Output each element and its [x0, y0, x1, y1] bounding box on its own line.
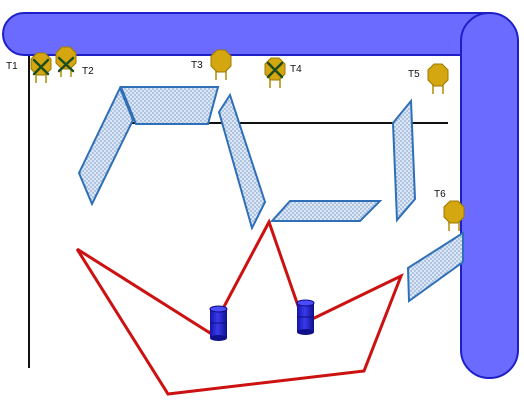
sensor-t6-label: T6	[434, 189, 446, 200]
sensor-body-icon	[210, 49, 232, 73]
fault-cross-icon	[32, 58, 50, 76]
horizontal-pipe	[2, 12, 509, 56]
sensor-body-icon	[30, 52, 52, 76]
sensor-t5-label: T5	[408, 69, 420, 80]
sensor-t2	[55, 46, 77, 77]
sensor-t4	[264, 57, 286, 88]
panels	[77, 85, 464, 303]
sensor-t1	[30, 52, 52, 83]
red-wire	[75, 218, 404, 396]
sensor-t2-label: T2	[82, 66, 94, 77]
sensor-t1-label: T1	[6, 61, 18, 72]
panel-lower-flat	[269, 200, 383, 222]
panel-top-horizontal	[119, 86, 220, 125]
sensor-t6	[443, 200, 465, 231]
panel-middle-slant	[217, 92, 267, 231]
vertical-pipe	[460, 12, 519, 379]
panel-pipe-side	[406, 231, 464, 303]
fault-cross-icon	[266, 61, 284, 79]
sensor-body-icon	[427, 63, 449, 87]
sensor-t5	[427, 63, 449, 94]
sensor-t3	[210, 49, 232, 80]
panel-right-vertical	[391, 98, 417, 223]
sensor-t3-label: T3	[191, 60, 203, 71]
cylinder-left	[209, 305, 228, 341]
sensor-body-icon	[443, 200, 465, 224]
panel-left-slant	[77, 85, 135, 207]
sensor-t4-label: T4	[290, 64, 302, 75]
fault-cross-icon	[57, 56, 75, 73]
cylinder-right	[296, 299, 315, 335]
